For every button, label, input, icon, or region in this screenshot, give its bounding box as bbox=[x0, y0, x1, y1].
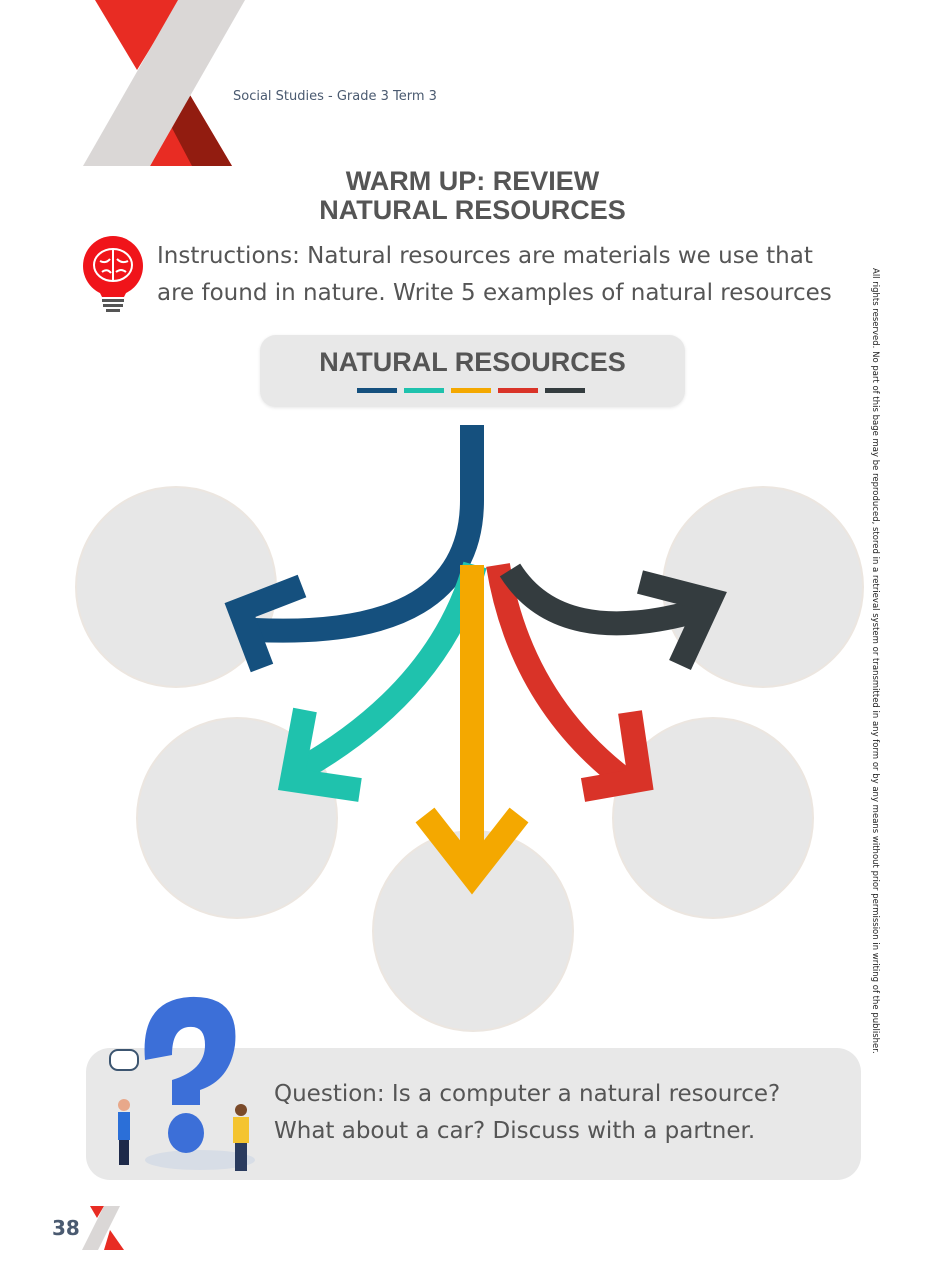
arrow-blue bbox=[224, 425, 484, 673]
page-title: WARM UP: REVIEW NATURAL RESOURCES bbox=[0, 167, 945, 225]
arrow-yellow bbox=[415, 565, 529, 895]
question-mark-people-illustration bbox=[109, 996, 255, 1171]
natural-resources-label: NATURAL RESOURCES bbox=[319, 347, 626, 377]
instructions-text: Instructions: Natural resources are mate… bbox=[157, 238, 857, 312]
copyright-notice: All rights reserved. No part of this bag… bbox=[868, 268, 884, 1054]
header-subtitle: Social Studies - Grade 3 Term 3 bbox=[233, 89, 437, 104]
question-text: Question: Is a computer a natural resour… bbox=[274, 1076, 780, 1150]
color-bar-yellow bbox=[451, 388, 491, 393]
arrow-dark bbox=[499, 563, 727, 671]
title-line-1: WARM UP: REVIEW bbox=[345, 166, 600, 196]
color-bar-dark bbox=[545, 388, 585, 393]
color-bar-red bbox=[498, 388, 538, 393]
natural-resources-header-box: NATURAL RESOURCES bbox=[260, 335, 685, 407]
arrow-teal bbox=[277, 561, 487, 802]
question-line-2: What about a car? Discuss with a partner… bbox=[274, 1118, 756, 1144]
question-line-1: Question: Is a computer a natural resour… bbox=[274, 1081, 781, 1107]
title-line-2: NATURAL RESOURCES bbox=[319, 195, 626, 225]
copyright-text: All rights reserved. No part of this bag… bbox=[870, 268, 880, 1054]
footer-logo bbox=[82, 1206, 124, 1250]
arrow-red bbox=[486, 563, 654, 802]
color-bar-blue bbox=[357, 388, 397, 393]
instructions-line-1: Instructions: Natural resources are mate… bbox=[157, 243, 813, 269]
page-number: 38 bbox=[52, 1216, 80, 1240]
lightbulb-brain-icon bbox=[83, 236, 143, 312]
instructions-line-2: are found in nature. Write 5 examples of… bbox=[157, 280, 832, 306]
logo-graphic bbox=[83, 0, 245, 166]
color-bar-teal bbox=[404, 388, 444, 393]
